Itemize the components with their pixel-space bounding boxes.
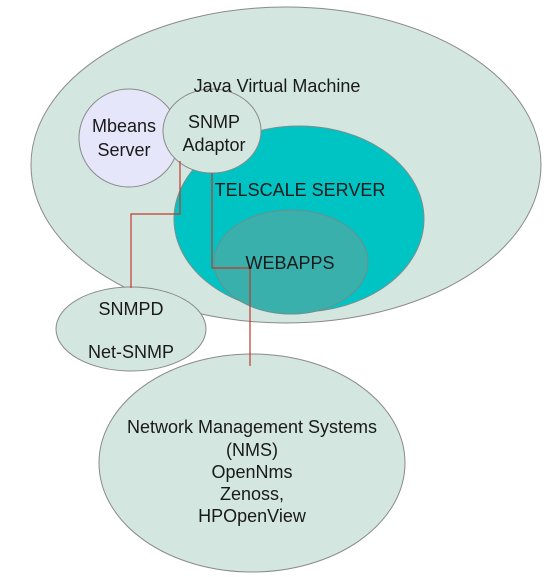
nms-ellipse	[98, 353, 406, 573]
snmpd-label-line2: Net-SNMP	[88, 342, 174, 362]
telscale-server-label: TELSCALE SERVER	[215, 180, 386, 200]
connector-adaptor-to-snmpd	[130, 161, 181, 288]
nms-label-line1: Network Management Systems	[127, 417, 377, 437]
jvm-label: Java Virtual Machine	[194, 76, 361, 96]
webapps-label: WEBAPPS	[245, 253, 334, 273]
nms-label-line3: OpenNms	[211, 462, 292, 482]
snmpd-label-line1: SNMPD	[98, 299, 163, 319]
mbeans-label-line1: Mbeans	[92, 116, 156, 136]
snmp-adaptor-label-line2: Adaptor	[182, 135, 245, 155]
webapps-ellipse	[213, 209, 369, 315]
connector-adaptor-to-nms	[211, 173, 251, 366]
nms-label-line5: HPOpenView	[198, 506, 307, 526]
snmp-adaptor-label-line1: SNMP	[188, 112, 240, 132]
mbeans-label-line2: Server	[97, 140, 150, 160]
nms-label-line2: (NMS)	[226, 440, 278, 460]
nms-label-line4: Zenoss,	[220, 484, 284, 504]
